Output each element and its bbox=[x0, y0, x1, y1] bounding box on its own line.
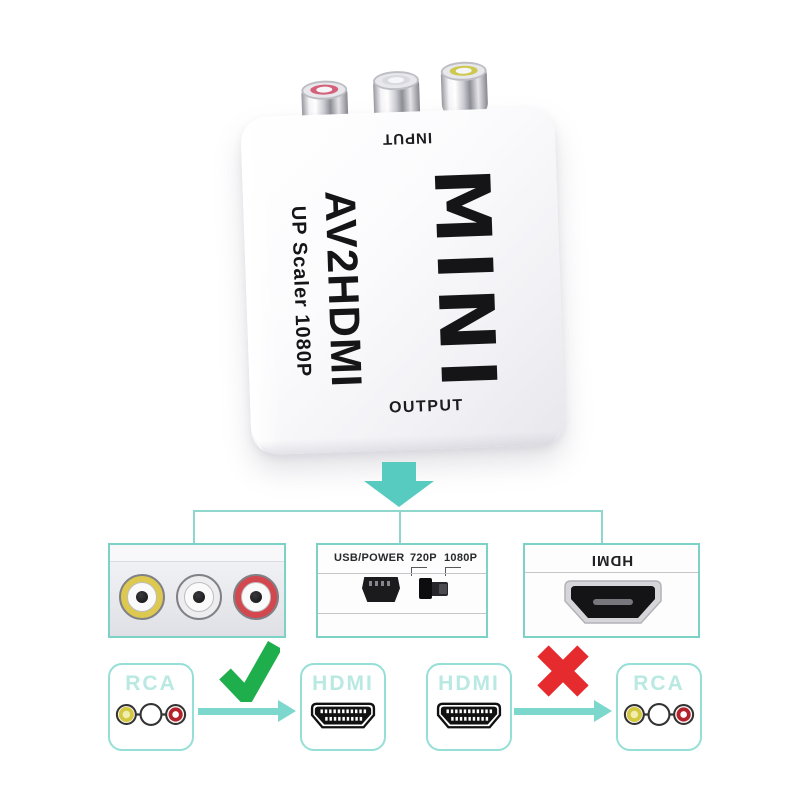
bracket-left-drop bbox=[193, 510, 195, 543]
device-edge-highlight bbox=[110, 545, 284, 562]
flow-arrow-right-head-icon bbox=[278, 700, 296, 722]
rca-connectors-icon bbox=[110, 701, 192, 733]
tick-720p bbox=[411, 567, 427, 568]
usb-power-panel: USB/POWER 720P 1080P bbox=[316, 543, 488, 638]
device-input-label: INPUT bbox=[382, 128, 433, 148]
hdmi-plug-icon bbox=[302, 701, 384, 736]
bracket-horizontal-line bbox=[193, 510, 603, 512]
tick-1080p-drop bbox=[445, 567, 446, 576]
flow-arrow-right-icon bbox=[514, 708, 594, 715]
cross-icon bbox=[534, 642, 592, 705]
panel-divider bbox=[525, 572, 698, 573]
flow-box-hdmi-target: HDMI bbox=[300, 663, 386, 751]
flow-label: HDMI bbox=[438, 672, 500, 695]
flow-label: RCA bbox=[125, 672, 177, 695]
panel-divider-top bbox=[318, 573, 486, 574]
usb-power-label: USB/POWER bbox=[334, 552, 405, 564]
flow-arrow-right-head-icon bbox=[594, 700, 612, 722]
flow-arrow-right-icon bbox=[198, 708, 278, 715]
bracket-center-drop bbox=[399, 510, 401, 543]
hdmi-output-panel: HDMI bbox=[523, 543, 700, 638]
bracket-right-drop bbox=[601, 510, 603, 543]
device-brand: MINI bbox=[416, 166, 514, 398]
rca-jack-white-icon bbox=[176, 574, 222, 620]
av-inputs-panel bbox=[108, 543, 286, 638]
converter-device-photo: INPUT UP Scaler 1080P AV2HDMI MINI OUTPU… bbox=[240, 60, 566, 456]
resolution-switch-end bbox=[439, 584, 447, 594]
rca-jack-yellow-icon bbox=[119, 574, 165, 620]
flow-box-rca-source: RCA bbox=[108, 663, 194, 751]
mini-usb-port-icon bbox=[362, 577, 400, 602]
check-icon bbox=[218, 636, 282, 710]
device-model: AV2HDMI bbox=[315, 189, 371, 389]
switch-1080p-label: 1080P bbox=[444, 552, 478, 564]
tick-720p-drop bbox=[411, 567, 412, 576]
panel-divider-bottom bbox=[318, 613, 486, 614]
down-arrow-head-icon bbox=[364, 481, 434, 507]
flow-label: HDMI bbox=[312, 672, 374, 695]
resolution-switch-knob bbox=[419, 578, 432, 599]
flow-label: RCA bbox=[633, 672, 685, 695]
hdmi-panel-label: HDMI bbox=[590, 552, 633, 569]
rca-connectors-icon bbox=[618, 701, 700, 733]
rca-jack-red-icon bbox=[233, 574, 279, 620]
flow-box-hdmi-source: HDMI bbox=[426, 663, 512, 751]
hdmi-port-icon bbox=[564, 580, 662, 624]
switch-720p-label: 720P bbox=[410, 552, 437, 564]
flow-box-rca-target: RCA bbox=[616, 663, 702, 751]
down-arrow-icon bbox=[382, 462, 416, 482]
device-output-label: OUTPUT bbox=[388, 396, 465, 417]
tick-1080p bbox=[445, 567, 461, 568]
hdmi-plug-icon bbox=[428, 701, 510, 736]
